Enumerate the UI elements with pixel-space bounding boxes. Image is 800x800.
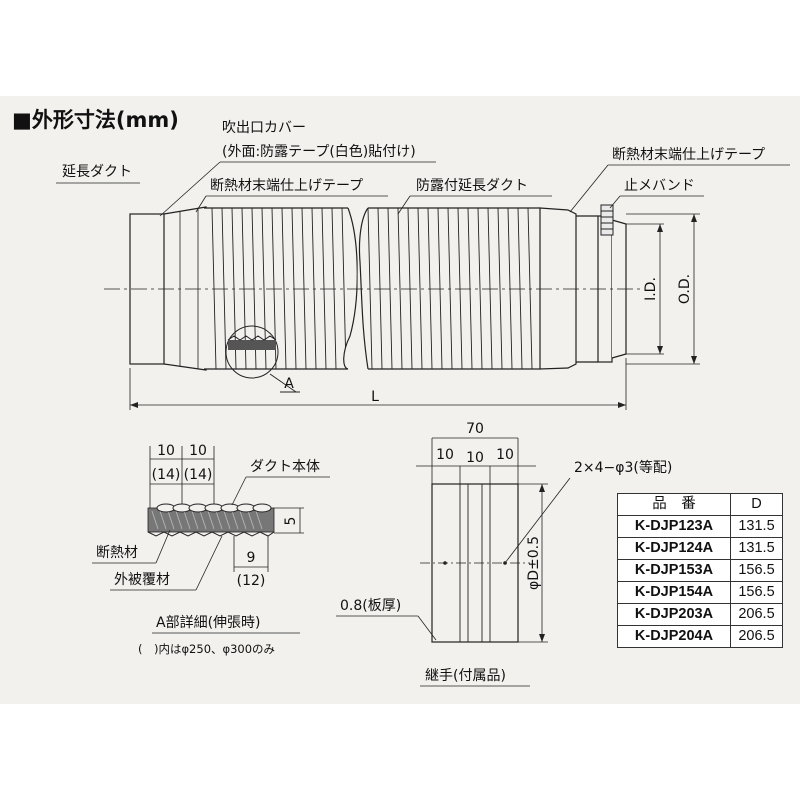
band-screw bbox=[600, 204, 614, 236]
label-a: A bbox=[284, 376, 294, 392]
table-header-row: 品 番 D bbox=[617, 493, 783, 516]
label-end-tape-right: 断熱材末端仕上げテープ bbox=[612, 147, 765, 163]
label-insulated-duct: 防露付延長ダクト bbox=[416, 178, 528, 194]
dim-10a: 10 bbox=[157, 443, 175, 459]
dim-14a: (14) bbox=[152, 467, 181, 483]
part-code: K-DJP154A bbox=[617, 581, 731, 604]
label-id: I.D. bbox=[643, 277, 659, 301]
part-d: 156.5 bbox=[730, 559, 783, 582]
label-holes: 2×4−φ3(等配) bbox=[574, 459, 672, 476]
dim-12: (12) bbox=[237, 573, 266, 589]
label-band: 止メバンド bbox=[624, 178, 695, 194]
dim-10a-joint: 10 bbox=[436, 447, 454, 463]
caption-detail-a: A部詳細(伸張時) bbox=[156, 615, 261, 631]
part-d: 131.5 bbox=[730, 515, 783, 538]
main-duct-view: A L I.D. O.D. 吹出口カバー (外面:防露テープ(白色)貼付け) 延… bbox=[56, 120, 790, 410]
note-detail-a: ( )内はφ250、φ300のみ bbox=[138, 642, 275, 656]
label-cover-material: 外被覆材 bbox=[114, 572, 170, 588]
caption-joint: 継手(付属品) bbox=[425, 668, 506, 684]
label-extension-duct: 延長ダクト bbox=[62, 164, 132, 180]
label-od: O.D. bbox=[677, 274, 693, 304]
part-d: 206.5 bbox=[730, 603, 783, 626]
duct-coil-right bbox=[357, 208, 540, 369]
part-code: K-DJP203A bbox=[617, 603, 731, 626]
dim-9: 9 bbox=[247, 550, 256, 566]
dim-10b-joint: 10 bbox=[466, 450, 484, 466]
detail-a-circle bbox=[225, 325, 279, 379]
label-duct-body: ダクト本体 bbox=[250, 459, 320, 475]
dim-14b: (14) bbox=[184, 467, 213, 483]
part-code: K-DJP124A bbox=[617, 537, 731, 560]
part-code: K-DJP153A bbox=[617, 559, 731, 582]
label-outlet-cover-note: (外面:防露テープ(白色)貼付け) bbox=[222, 143, 416, 160]
label-insulation: 断熱材 bbox=[96, 545, 138, 561]
detail-a-view: 10 10 (14) (14) ダクト本体 bbox=[92, 443, 330, 656]
joint-view: 70 10 10 10 2×4−φ3(等配) φD±0.5 0.8(板厚) 継手… bbox=[336, 421, 672, 687]
part-d: 156.5 bbox=[730, 581, 783, 604]
dim-70: 70 bbox=[466, 421, 484, 437]
dim-10b: 10 bbox=[189, 443, 207, 459]
header-d: D bbox=[730, 493, 783, 516]
part-d: 131.5 bbox=[730, 537, 783, 560]
label-end-tape-left: 断熱材末端仕上げテープ bbox=[210, 178, 363, 194]
label-phi-d: φD±0.5 bbox=[526, 536, 542, 590]
label-outlet-cover: 吹出口カバー bbox=[222, 120, 306, 136]
outlet-cover bbox=[163, 206, 207, 371]
part-d: 206.5 bbox=[730, 625, 783, 648]
dim-10c-joint: 10 bbox=[496, 447, 514, 463]
dim-5: 5 bbox=[283, 517, 299, 526]
part-code: K-DJP204A bbox=[617, 625, 731, 648]
part-code: K-DJP123A bbox=[617, 515, 731, 538]
page-title: ■外形寸法(mm) bbox=[12, 108, 179, 132]
label-thickness: 0.8(板厚) bbox=[340, 598, 401, 614]
label-l: L bbox=[371, 389, 379, 405]
end-tape-right bbox=[539, 207, 577, 370]
header-code: 品 番 bbox=[617, 493, 731, 516]
